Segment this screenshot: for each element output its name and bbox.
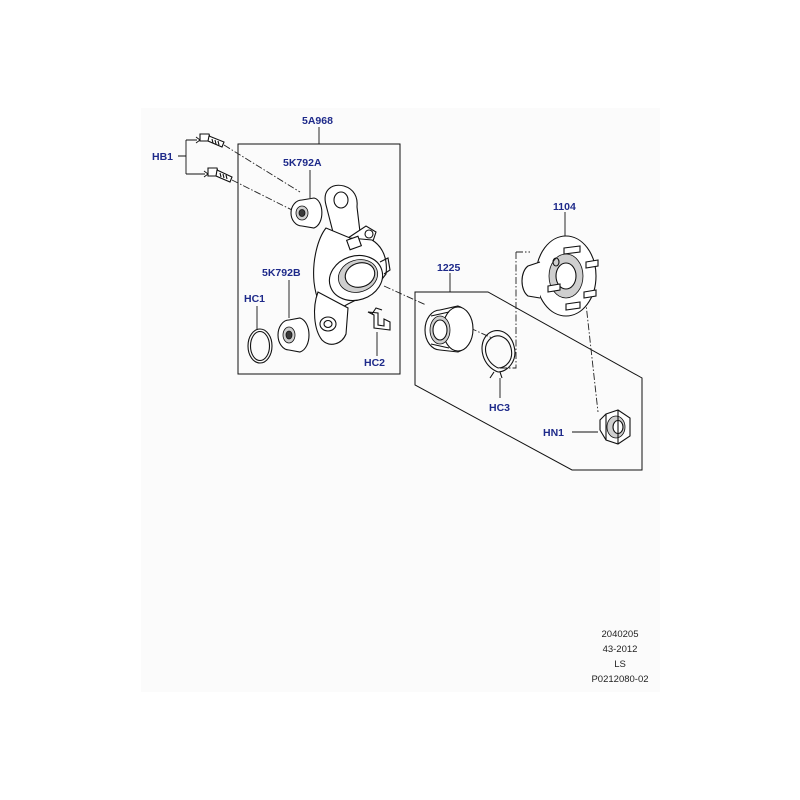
bolt-upper <box>199 133 225 148</box>
reference-code-line: P0212080-02 <box>591 674 648 685</box>
callout-bush-lower: 5K792B <box>262 267 301 279</box>
wheel-bearing <box>424 305 474 353</box>
hc2-clip <box>367 307 391 331</box>
lower-bolt-centerline <box>231 179 301 215</box>
hc1-circlip <box>247 328 273 364</box>
knuckle <box>313 184 391 345</box>
bearing-group-box <box>414 291 643 471</box>
callout-hn1: HN1 <box>543 427 564 439</box>
reference-code-line: 2040205 <box>602 629 639 640</box>
bush-upper <box>290 197 323 229</box>
knuckle-group-box <box>237 143 401 375</box>
callout-hc1: HC1 <box>244 293 265 305</box>
upper-bolt-centerline <box>223 144 301 193</box>
hub-dash-leader <box>500 251 530 369</box>
callout-bush-upper: 5K792A <box>283 157 322 169</box>
reference-code-line: LS <box>614 659 626 670</box>
callout-hub: 1104 <box>553 201 576 213</box>
callout-knuckle: 5A968 <box>302 115 333 127</box>
hc3-circlip <box>481 330 516 379</box>
bush-lower <box>277 317 310 353</box>
hb1-leader <box>178 136 209 178</box>
wheel-hub <box>521 235 599 317</box>
reference-code-line: 43-2012 <box>603 644 638 655</box>
hn1-hub-nut <box>599 409 631 445</box>
hub-nut-axis <box>583 285 599 413</box>
knuckle-bearing-axis <box>383 285 427 306</box>
callout-hc3: HC3 <box>489 402 510 414</box>
reference-code-block: 2040205 43-2012 LS P0212080-02 <box>591 629 648 685</box>
callout-bearing: 1225 <box>437 262 461 274</box>
callout-hc2: HC2 <box>364 357 385 369</box>
callout-hb1: HB1 <box>152 151 173 163</box>
bearing-circlip-axis <box>469 327 493 339</box>
bolt-lower <box>207 167 233 183</box>
